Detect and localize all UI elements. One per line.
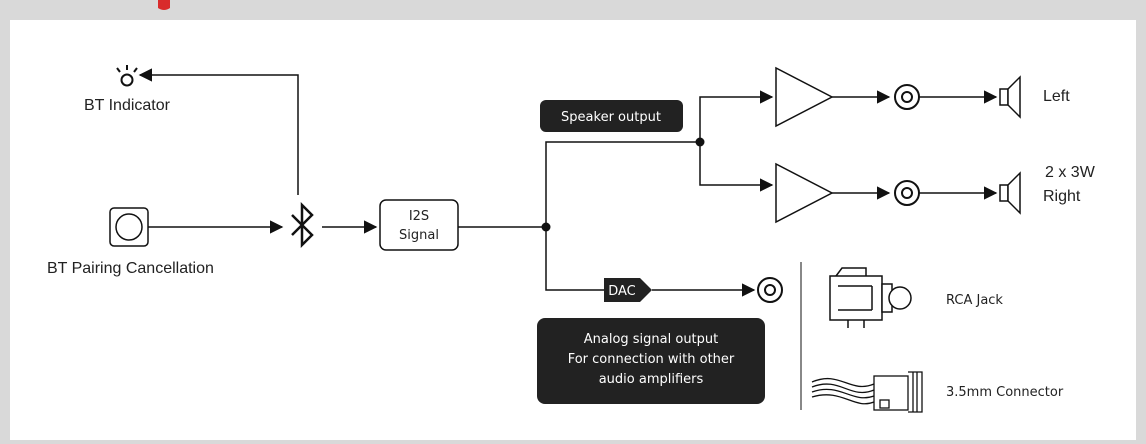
bt-pairing-label: BT Pairing Cancellation <box>47 260 214 277</box>
analog-label-line1: Analog signal output <box>584 332 719 347</box>
right-label: Right <box>1043 188 1081 205</box>
wire-junction-to-speaker-branch <box>545 141 700 227</box>
jack-circle-icon <box>757 277 783 303</box>
left-label: Left <box>1043 88 1070 105</box>
i2s-signal-box: I2S Signal <box>379 199 459 251</box>
speaker-output-label: Speaker output <box>561 110 661 125</box>
dac-block: DAC <box>604 278 652 302</box>
power-label: 2 x 3W <box>1045 164 1096 181</box>
junction-dot-main <box>541 222 551 232</box>
junction-dot-speaker <box>695 137 705 147</box>
speaker-icon <box>999 75 1021 119</box>
audio-plug-icon <box>811 371 923 413</box>
bluetooth-icon <box>291 201 314 249</box>
speaker-output-badge: Speaker output <box>540 100 683 132</box>
speaker-icon <box>999 171 1021 215</box>
analog-label-line2: For connection with other <box>568 352 735 367</box>
wire-split-right <box>699 142 774 192</box>
jack-circle-icon <box>894 84 920 110</box>
i2s-label-line1: I2S <box>409 209 429 224</box>
bt-indicator-label: BT Indicator <box>84 97 171 114</box>
amplifier-triangle-icon <box>775 66 834 128</box>
dac-label: DAC <box>608 284 636 299</box>
jack-circle-icon <box>894 180 920 206</box>
rca-jack-icon <box>829 267 912 328</box>
connector-label: 3.5mm Connector <box>946 385 1064 400</box>
analog-label-line3: audio amplifiers <box>599 372 704 387</box>
amplifier-triangle-icon <box>775 162 834 224</box>
wire-bt-to-indicator <box>138 68 299 195</box>
brand-logo-fragment <box>158 0 170 10</box>
i2s-label-line2: Signal <box>399 228 439 243</box>
wire-junction-to-dac <box>545 227 604 291</box>
wire-split-left <box>699 90 774 142</box>
push-button-icon <box>109 207 149 247</box>
analog-output-badge: Analog signal output For connection with… <box>537 318 765 404</box>
led-indicator-icon <box>116 65 138 87</box>
rca-jack-label: RCA Jack <box>946 293 1003 308</box>
